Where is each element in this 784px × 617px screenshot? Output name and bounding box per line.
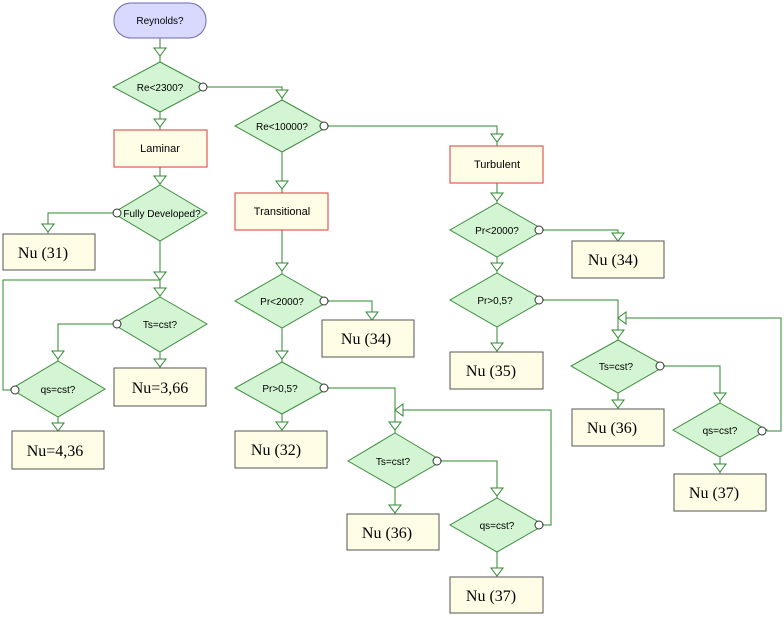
result-transitional-nu34: Nu (34) xyxy=(321,319,415,358)
result-transitional-nu32: Nu (32) xyxy=(234,430,328,469)
result-turbulent-nu34: Nu (34) xyxy=(571,240,665,279)
decision-transitional-pr2000-label: Pr<2000? xyxy=(260,297,304,308)
decision-transitional-pr2000: Pr<2000? xyxy=(233,273,331,329)
decision-turbulent-pr05: Pr>0,5? xyxy=(448,272,546,328)
decision-re2300: Re<2300? xyxy=(111,61,209,113)
decision-turbulent-pr2000: Pr<2000? xyxy=(448,202,546,258)
decision-turbulent-pr2000-label: Pr<2000? xyxy=(475,226,519,237)
result-turbulent-nu35-label: Nu (35) xyxy=(466,363,516,380)
decision-laminar-qs: qs=cst? xyxy=(10,360,106,418)
decision-transitional-ts: Ts=cst? xyxy=(347,432,443,489)
result-turbulent-nu35: Nu (35) xyxy=(449,351,544,390)
process-laminar: Laminar xyxy=(113,129,208,168)
decision-turbulent-qs-label: qs=cst? xyxy=(703,426,738,437)
result-turbulent-nu37-label: Nu (37) xyxy=(689,485,739,502)
start-node: Reynolds? xyxy=(113,2,207,39)
process-transitional: Transitional xyxy=(234,192,329,231)
result-laminar-nu436-label: Nu=4,36 xyxy=(27,443,84,460)
decision-fully-developed-label: Fully Developed? xyxy=(123,209,201,220)
result-transitional-nu32-label: Nu (32) xyxy=(251,442,301,459)
result-transitional-nu36: Nu (36) xyxy=(346,513,440,551)
result-turbulent-nu36: Nu (36) xyxy=(571,408,665,447)
decision-transitional-pr05-label: Pr>0,5? xyxy=(262,384,298,395)
start-label: Reynolds? xyxy=(136,16,184,27)
result-transitional-nu34-label: Nu (34) xyxy=(341,331,391,348)
result-transitional-nu37: Nu (37) xyxy=(449,576,544,614)
result-turbulent-nu34-label: Nu (34) xyxy=(588,252,638,269)
result-laminar-nu366: Nu=3,66 xyxy=(113,367,207,407)
result-laminar-nu436: Nu=4,36 xyxy=(11,430,105,470)
connectors xyxy=(2,38,782,577)
decision-turbulent-ts-label: Ts=cst? xyxy=(599,362,634,373)
process-turbulent-label: Turbulent xyxy=(474,159,520,171)
decision-transitional-qs-label: qs=cst? xyxy=(480,521,515,532)
decision-re2300-label: Re<2300? xyxy=(137,83,184,94)
arrowheads xyxy=(41,47,727,577)
decision-re10000-label: Re<10000? xyxy=(256,122,308,133)
process-transitional-label: Transitional xyxy=(254,206,310,218)
decision-turbulent-pr05-label: Pr>0,5? xyxy=(477,296,513,307)
result-transitional-nu37-label: Nu (37) xyxy=(466,588,516,605)
decision-laminar-qs-label: qs=cst? xyxy=(41,385,76,396)
decision-turbulent-ts: Ts=cst? xyxy=(569,339,667,394)
decision-transitional-ts-label: Ts=cst? xyxy=(376,457,411,468)
decision-transitional-pr05: Pr>0,5? xyxy=(233,361,331,415)
decision-laminar-ts-label: Ts=cst? xyxy=(143,320,178,331)
result-laminar-nu31: Nu (31) xyxy=(2,233,96,271)
result-turbulent-nu37: Nu (37) xyxy=(673,473,767,512)
result-laminar-nu366-label: Nu=3,66 xyxy=(132,380,189,397)
process-turbulent: Turbulent xyxy=(449,145,544,184)
decision-transitional-qs: qs=cst? xyxy=(448,497,546,553)
decision-laminar-ts: Ts=cst? xyxy=(112,296,208,353)
result-transitional-nu36-label: Nu (36) xyxy=(362,525,412,542)
result-laminar-nu31-label: Nu (31) xyxy=(18,245,68,262)
result-turbulent-nu36-label: Nu (36) xyxy=(587,420,637,437)
branch-circles xyxy=(10,82,767,530)
decision-re10000: Re<10000? xyxy=(233,99,331,153)
decision-turbulent-qs: qs=cst? xyxy=(671,402,769,458)
decision-fully-developed: Fully Developed? xyxy=(112,184,208,242)
process-laminar-label: Laminar xyxy=(140,143,180,155)
